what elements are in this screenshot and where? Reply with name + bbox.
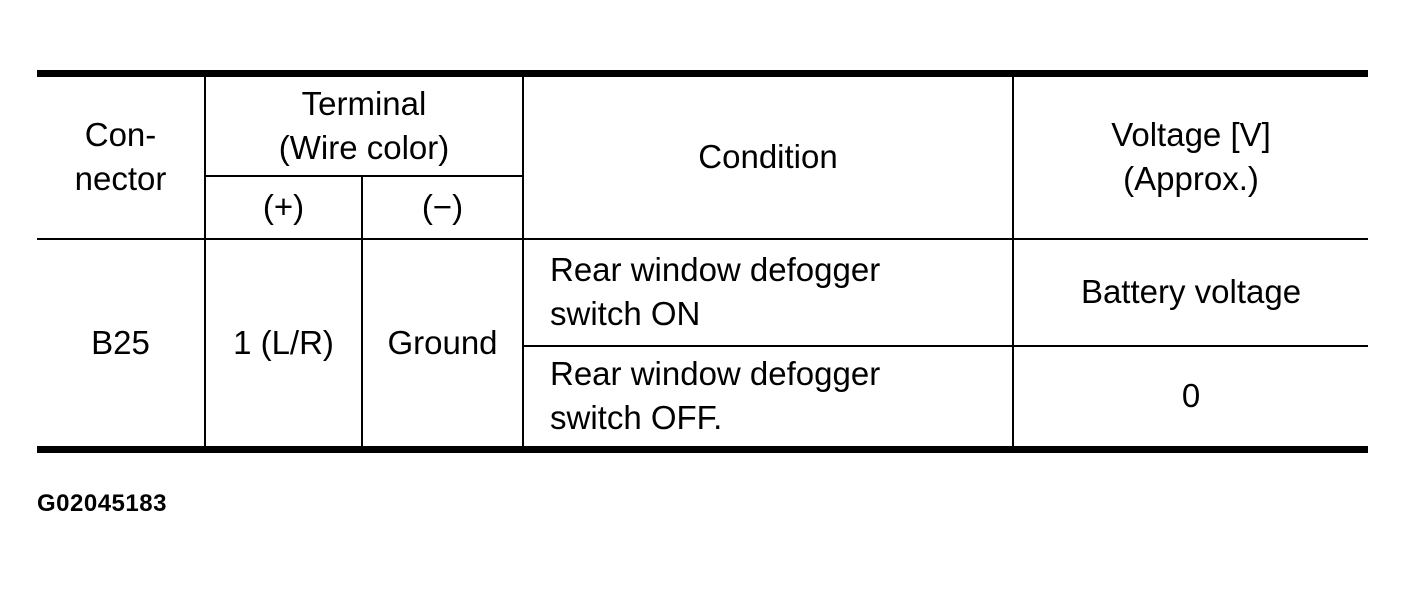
table-row-switch-off: Rear window defogger switch OFF. 0 [37,344,1368,451]
cell-connector: B25 [37,237,206,451]
cell-condition-switch-off: Rear window defogger switch OFF. [522,344,1014,451]
header-condition: Condition [522,72,1014,240]
header-row-top: Con- nector Terminal (Wire color) Condit… [37,72,1368,240]
header-terminal-minus: (−) [361,174,524,240]
figure-id: G02045183 [37,490,167,517]
table-row-switch-on: B25 1 (L/R) Ground Rear window defogger … [37,237,1368,451]
cell-condition-switch-on: Rear window defogger switch ON [522,237,1014,347]
cell-voltage-switch-on: Battery voltage [1012,237,1368,347]
header-terminal-plus: (+) [204,174,363,240]
cell-voltage-switch-off: 0 [1012,344,1368,451]
cell-terminal-minus: Ground [361,237,524,451]
header-terminal-wire-color: Terminal (Wire color) [204,72,524,177]
header-connector: Con- nector [37,72,206,240]
cell-terminal-plus: 1 (L/R) [204,237,363,451]
header-voltage: Voltage [V] (Approx.) [1012,72,1368,240]
header-row-polarity: (+) (−) [37,174,1368,240]
voltage-spec-table: Con- nector Terminal (Wire color) Condit… [37,70,1368,453]
